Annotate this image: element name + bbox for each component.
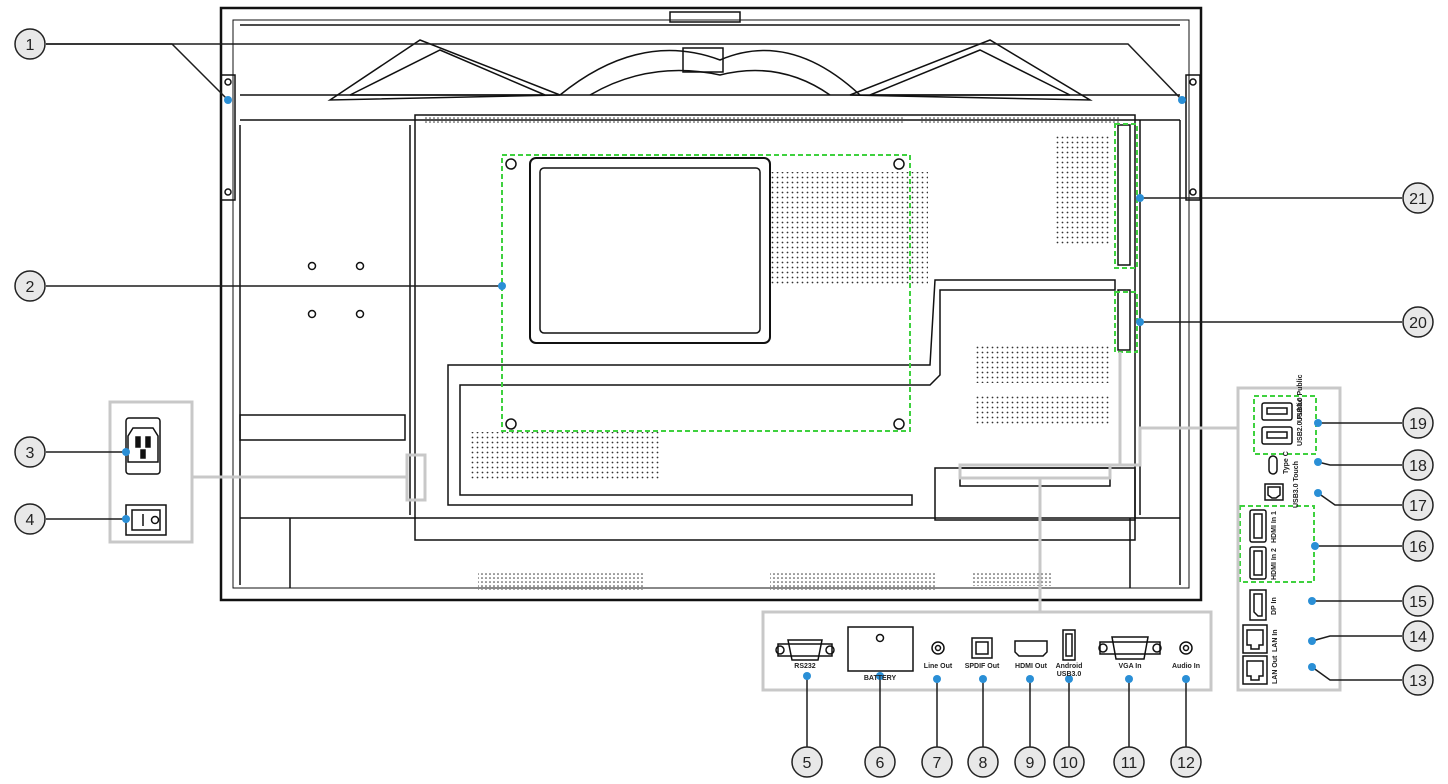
label-usb20-public: USB2.0 Public: [1297, 398, 1304, 446]
audio-in-jack: [1179, 641, 1193, 655]
hdmi-out-port: [1014, 640, 1048, 657]
callout-20: 20: [1409, 315, 1427, 332]
callout-17: 17: [1409, 498, 1427, 515]
hdmi-in-ports: [1249, 509, 1267, 580]
callout-9: 9: [1026, 755, 1035, 772]
callout-2: 2: [26, 279, 35, 296]
battery-compartment: [847, 626, 914, 672]
callout-5: 5: [803, 755, 812, 772]
callout-circles: [14, 28, 1434, 778]
connector-boxes: [108, 352, 1342, 692]
callout-numbers: 1 2 3 4 5 6 7 8 9 10 11 12 13 14 15 16 1…: [26, 37, 1427, 772]
label-vga-in: VGA In: [1118, 663, 1141, 670]
vesa-highlight: [501, 154, 911, 432]
usb-public-highlight: [1253, 395, 1317, 455]
dp-in-port: [1249, 589, 1267, 621]
label-type-c: Type C: [1283, 451, 1290, 474]
callout-6: 6: [876, 755, 885, 772]
usb-touch-port: [1264, 483, 1284, 501]
callout-10: 10: [1060, 755, 1078, 772]
label-hdmi-out: HDMI Out: [1015, 663, 1048, 670]
monitor-chassis: [219, 6, 1203, 602]
label-android: Android: [1056, 663, 1083, 670]
android-usb-port: [1062, 629, 1076, 661]
callout-21: 21: [1409, 191, 1427, 208]
power-inlet: [125, 417, 161, 475]
callout-15: 15: [1409, 594, 1427, 611]
label-dp-in: DP In: [1271, 597, 1278, 615]
usb-public-ports: [1261, 402, 1293, 445]
side-port-labels: USB3.0 Public USB2.0 Public Type C USB3.…: [1271, 374, 1304, 684]
vent-grilles: [425, 117, 1120, 590]
label-battery: BATTERY: [864, 675, 897, 682]
callout-3: 3: [26, 445, 35, 462]
callout-16: 16: [1409, 539, 1427, 556]
bottom-port-panel: [775, 626, 1193, 672]
callout-7: 7: [933, 755, 942, 772]
callout-4: 4: [26, 512, 35, 529]
type-c-port: [1268, 455, 1278, 475]
label-lan-out: LAN Out: [1272, 655, 1279, 684]
callout-11: 11: [1121, 755, 1138, 772]
label-rs232: RS232: [794, 663, 816, 670]
callout-18: 18: [1409, 458, 1427, 475]
rs232-port: [775, 639, 835, 661]
label-usb30-public: USB3.0 Public: [1297, 374, 1304, 422]
callout-14: 14: [1409, 629, 1427, 646]
power-switch: [125, 504, 167, 536]
side-port-panel: [1242, 402, 1293, 685]
spdif-port: [971, 637, 993, 659]
label-hdmi-in-2: HDMI In 2: [1271, 548, 1278, 580]
right-top-highlight: [1114, 123, 1138, 269]
callout-endpoints: [122, 96, 1322, 683]
callout-1: 1: [26, 37, 35, 54]
label-android-usb: USB3.0: [1057, 671, 1082, 678]
label-audio-in: Audio In: [1172, 663, 1200, 670]
label-usb30-touch: USB3.0 Touch: [1293, 461, 1300, 508]
screw-holes: [224, 78, 1197, 430]
callout-lines: [46, 43, 1402, 747]
label-hdmi-in-1: HDMI In 1: [1271, 511, 1278, 543]
callout-8: 8: [979, 755, 988, 772]
line-out-jack: [931, 641, 945, 655]
label-spdif-out: SPDIF Out: [965, 663, 1000, 670]
callout-13: 13: [1409, 673, 1427, 690]
label-lan-in: LAN In: [1272, 629, 1279, 652]
callout-19: 19: [1409, 416, 1427, 433]
callout-12: 12: [1177, 755, 1195, 772]
bottom-port-labels: RS232 BATTERY Line Out SPDIF Out HDMI Ou…: [794, 663, 1200, 682]
label-line-out: Line Out: [924, 663, 953, 670]
vga-port: [1098, 636, 1162, 660]
lan-ports: [1242, 624, 1268, 685]
